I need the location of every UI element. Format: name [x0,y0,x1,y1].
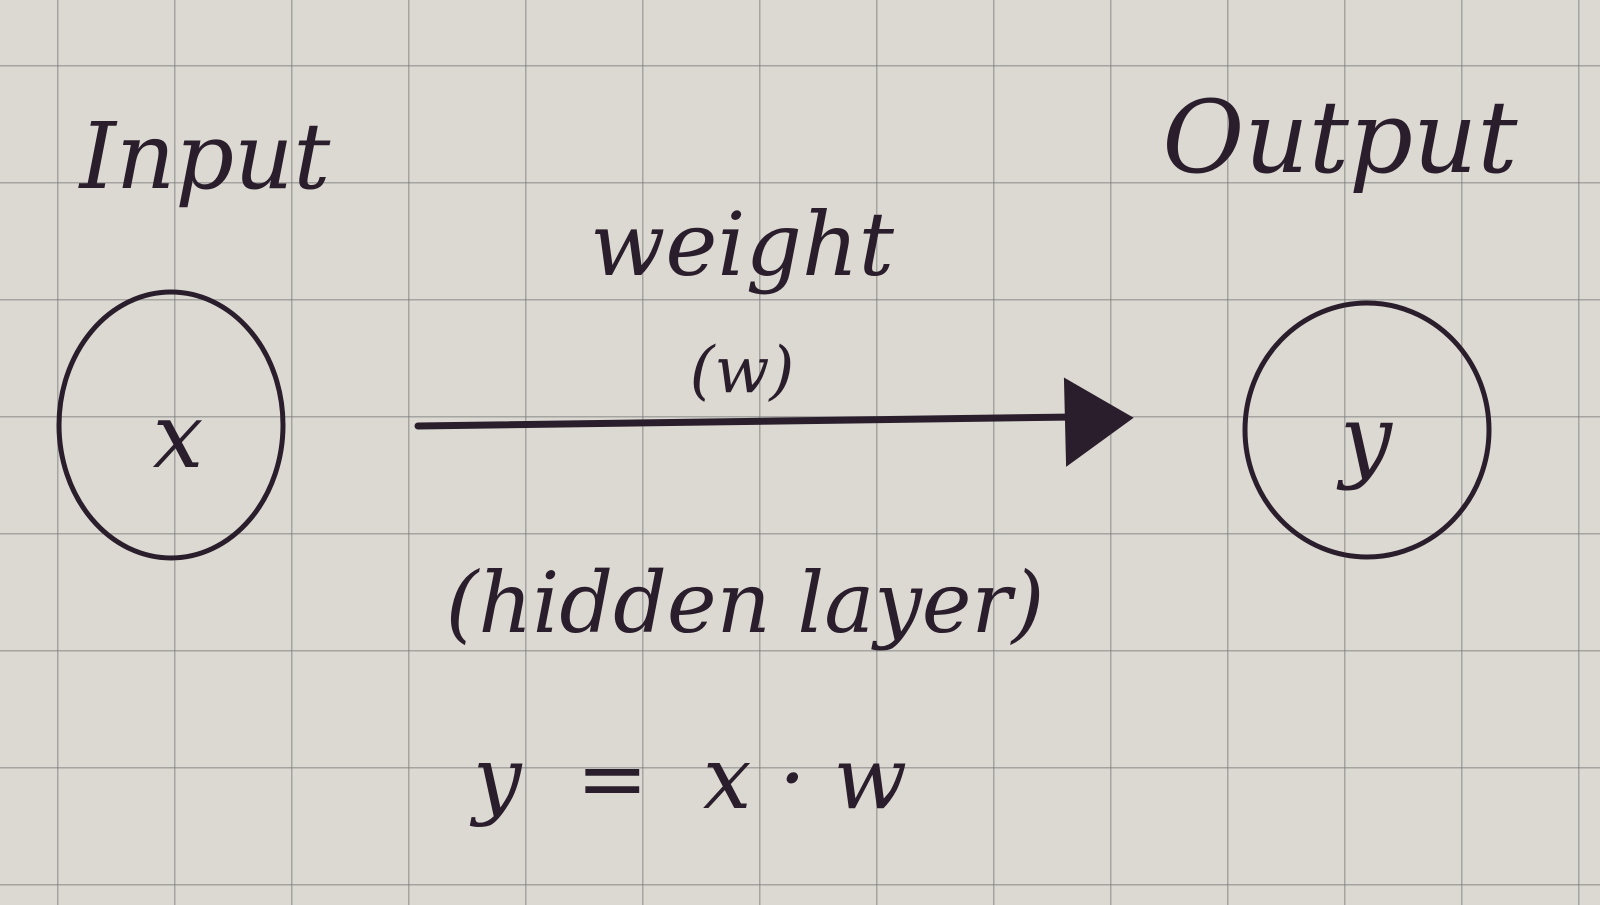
output-circle [1242,300,1492,560]
input-circle [56,289,286,561]
output-heading: Output [1162,79,1518,196]
input-symbol: x [153,384,204,489]
hidden-layer-caption: (hidden layer) [446,554,1045,652]
arrow-line [414,413,1079,430]
output-node: Output y [1162,79,1518,560]
equation: y = x · w [469,729,907,829]
weight-connection: weight (w) (hidden layer) [414,193,1134,652]
weight-symbol: (w) [690,334,795,408]
output-symbol: y [1336,385,1393,492]
input-node: Input x [56,103,332,561]
weight-label: weight [590,193,895,296]
input-heading: Input [78,103,332,210]
arrowhead-icon [1063,377,1134,467]
